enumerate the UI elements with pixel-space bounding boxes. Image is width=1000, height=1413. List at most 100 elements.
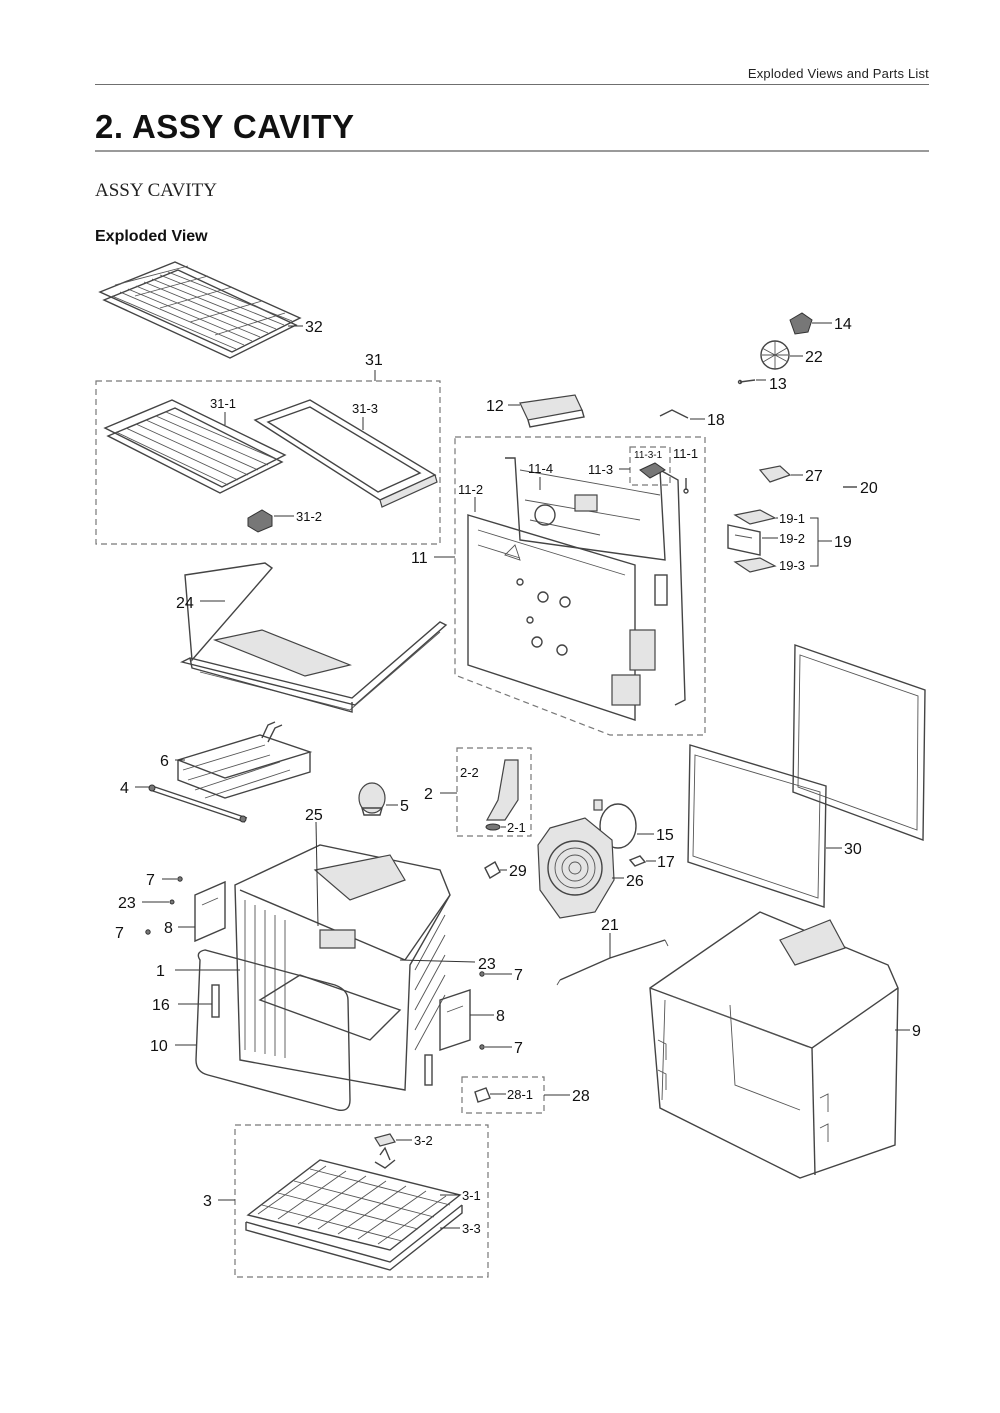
callout-3: 3 (203, 1193, 212, 1210)
part-2-2-duct (485, 759, 519, 821)
callout-11: 11 (411, 550, 428, 567)
part-7-screw-a (177, 876, 183, 882)
part-11-rear-components (611, 574, 668, 706)
part-21-wire-harness (556, 939, 669, 986)
part-7-screw-c (479, 971, 485, 977)
callout-3-3: 3-3 (462, 1221, 481, 1236)
title-rule (95, 150, 929, 152)
callout-6: 6 (160, 753, 169, 770)
part-4-bracket (148, 784, 248, 823)
callout-19-1: 19-1 (779, 511, 805, 526)
callout-7a: 7 (146, 872, 155, 889)
callout-20: 20 (860, 480, 878, 497)
callout-7b: 7 (115, 925, 124, 942)
callout-15: 15 (656, 827, 674, 844)
callout-1: 1 (156, 963, 165, 980)
part-12-bracket (519, 394, 585, 428)
part-7-screw-d (479, 1044, 485, 1050)
part-19-1-plate (733, 509, 777, 525)
group-11-box (454, 436, 706, 736)
callout-25: 25 (305, 807, 323, 824)
part-28-1-bracket (474, 1087, 491, 1103)
callout-5: 5 (400, 798, 409, 815)
part-3-3-tray (245, 1204, 463, 1271)
part-32-oven-rack (98, 261, 302, 359)
callout-11-2: 11-2 (458, 482, 483, 497)
callout-2-1: 2-1 (507, 820, 526, 835)
part-5-lamp (358, 782, 386, 816)
group-31-box (95, 380, 441, 545)
part-8-bracket-right (424, 989, 471, 1086)
part-31-1-rack (103, 399, 287, 494)
callout-31-3: 31-3 (352, 401, 378, 416)
callout-23a: 23 (118, 895, 136, 912)
callout-29: 29 (509, 863, 527, 880)
leader-19-bracket (810, 517, 832, 567)
callout-30: 30 (844, 841, 862, 858)
running-header: Exploded Views and Parts List (747, 66, 929, 81)
callout-22: 22 (805, 349, 823, 366)
section-subtitle: ASSY CAVITY (95, 180, 217, 201)
part-14-fan-motor (789, 312, 813, 335)
callout-16: 16 (152, 997, 170, 1014)
part-10-door-gasket (195, 949, 351, 1111)
part-17-clip (628, 855, 647, 867)
callout-11-4: 11-4 (528, 461, 553, 476)
callout-3-1: 3-1 (462, 1188, 481, 1203)
part-8-bracket-left (194, 880, 226, 943)
callout-24: 24 (176, 595, 194, 612)
part-1-oven-cavity (234, 844, 451, 1091)
callout-8b: 8 (496, 1008, 505, 1025)
callout-8a: 8 (164, 920, 173, 937)
part-2-1-grommet (485, 823, 501, 831)
part-11-2-rear-panel (467, 514, 636, 721)
part-18-wire (659, 409, 689, 419)
part-31-3-glide-rack (253, 399, 438, 508)
callout-28: 28 (572, 1088, 590, 1105)
part-3-2-bracket (374, 1133, 396, 1169)
leader-23b (399, 959, 476, 963)
part-7-screw-b (145, 929, 151, 935)
part-15-gasket-ring (593, 799, 637, 849)
part-9-outer-wrapper (649, 911, 899, 1179)
callout-10: 10 (150, 1038, 168, 1055)
callout-12: 12 (486, 398, 504, 415)
group-11-3-box (629, 446, 671, 486)
callout-17: 17 (657, 854, 675, 871)
part-19-3-plate (733, 557, 777, 573)
callout-23b: 23 (478, 956, 496, 973)
part-19-2-cover (727, 524, 761, 556)
callout-19: 19 (834, 534, 852, 551)
part-31-2-clip (247, 509, 273, 533)
callout-26: 26 (626, 873, 644, 890)
callout-14: 14 (834, 316, 852, 333)
callout-7c: 7 (514, 967, 523, 984)
part-16-bracket (211, 984, 220, 1018)
callout-31-2: 31-2 (296, 509, 322, 524)
callout-31: 31 (365, 352, 383, 369)
part-30-insulation (687, 644, 926, 908)
callout-11-3-1: 11-3-1 (634, 450, 663, 461)
callout-2: 2 (424, 786, 433, 803)
part-29-clip (484, 861, 501, 879)
callout-32: 32 (305, 319, 323, 336)
page-title: 2. ASSY CAVITY (95, 108, 355, 145)
exploded-view-label: Exploded View (95, 228, 208, 245)
callout-19-3: 19-3 (779, 558, 805, 573)
part-11-3-1-sensor (639, 462, 666, 479)
group-3-box (234, 1124, 489, 1278)
part-23-screw-a (169, 899, 175, 905)
callout-3-2: 3-2 (414, 1133, 433, 1148)
callout-21: 21 (601, 917, 619, 934)
header-rule (95, 84, 929, 85)
callout-4: 4 (120, 780, 129, 797)
part-13-screw (737, 379, 756, 385)
leader-25 (315, 821, 319, 927)
group-2-box (456, 747, 532, 837)
callout-9: 9 (912, 1023, 921, 1040)
callout-28-1: 28-1 (507, 1087, 533, 1102)
part-27-terminal-block (758, 465, 792, 483)
callout-18: 18 (707, 412, 725, 429)
callout-13: 13 (769, 376, 787, 393)
